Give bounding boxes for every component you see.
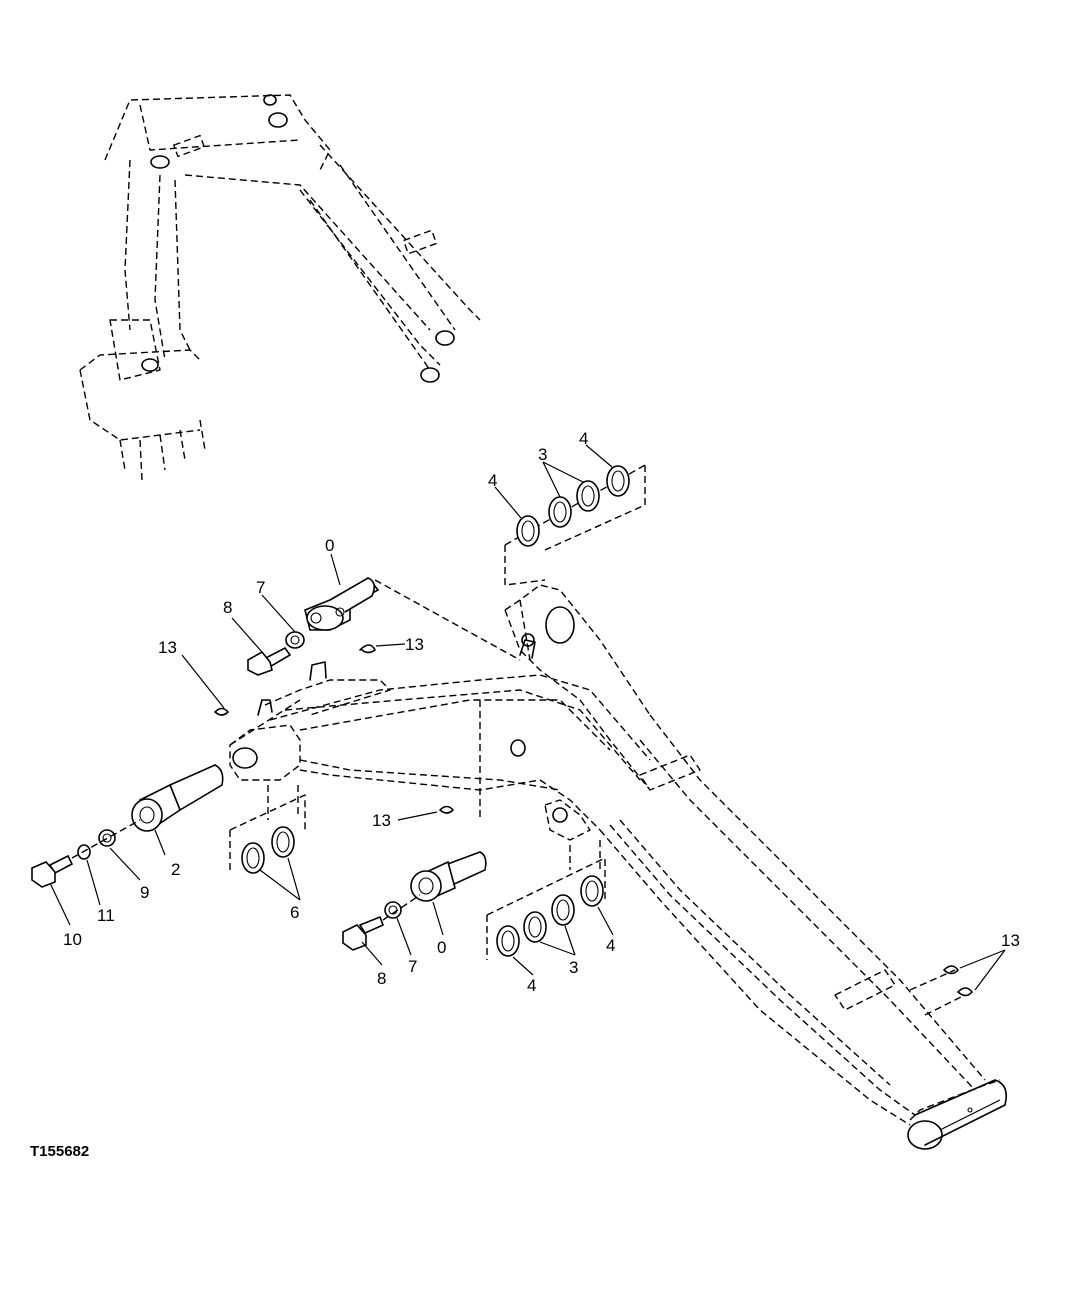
callout-washer-11: 11 bbox=[97, 906, 115, 925]
washer-9 bbox=[98, 829, 116, 847]
callout-clip-13-center: 13 bbox=[372, 811, 391, 830]
bolt-8-bottom bbox=[342, 915, 385, 951]
leader-lines bbox=[49, 444, 614, 976]
clip-13-top-left bbox=[214, 707, 229, 716]
callout-pin-0-top: 0 bbox=[325, 536, 334, 555]
callout-clip-13-right: 13 bbox=[405, 635, 424, 654]
callout-bolt-8-bottom: 8 bbox=[377, 969, 386, 988]
callout-washers-6: 6 bbox=[290, 903, 299, 922]
callout-bushing-2: 2 bbox=[171, 860, 180, 879]
washer-6-a bbox=[241, 842, 265, 874]
callout-pin-0-bottom: 0 bbox=[437, 938, 446, 957]
shim-3-top-b bbox=[576, 480, 600, 512]
washer-4-bottom-left bbox=[496, 925, 520, 957]
washer-4-top-left bbox=[516, 515, 540, 547]
callout-washer-4-top-left: 4 bbox=[488, 471, 497, 490]
pin-0-bottom bbox=[410, 851, 487, 902]
clip-13-top-right bbox=[359, 643, 406, 654]
callout-bolt-8-top: 8 bbox=[223, 598, 232, 617]
callout-shim-3-bottom: 3 bbox=[569, 958, 578, 977]
top-shim-group bbox=[504, 464, 646, 586]
callout-washer-7-bottom: 7 bbox=[408, 957, 417, 976]
bolt-10 bbox=[31, 854, 74, 888]
callout-clip-13-far: 13 bbox=[1001, 931, 1020, 950]
callout-washer-4-top-right: 4 bbox=[579, 429, 588, 448]
callout-washer-4-bottom-left: 4 bbox=[527, 976, 536, 995]
callout-shim-3-top: 3 bbox=[538, 445, 547, 464]
excavator-overview-inset bbox=[79, 94, 481, 481]
washer-4-top-right bbox=[606, 465, 630, 497]
figure-id: T155682 bbox=[30, 1143, 89, 1160]
bottom-shim-group bbox=[486, 857, 606, 960]
callout-washer-9: 9 bbox=[140, 883, 149, 902]
callout-washer-4-bottom-right: 4 bbox=[606, 936, 615, 955]
left-washer-group bbox=[229, 794, 306, 874]
callout-washer-7-top: 7 bbox=[256, 578, 265, 597]
callout-bolt-10: 10 bbox=[63, 930, 82, 949]
washer-6-b bbox=[271, 826, 295, 858]
callout-labels: 0 7 8 13 13 4 3 4 2 9 11 10 6 13 0 7 8 4… bbox=[63, 429, 1020, 995]
washer-7-bottom bbox=[384, 901, 402, 919]
arm-assembly bbox=[229, 579, 1008, 1150]
bushing-2 bbox=[131, 764, 224, 832]
pin-0-top bbox=[304, 577, 380, 631]
washer-7-top bbox=[285, 631, 305, 649]
shim-3-bottom-b bbox=[551, 894, 575, 926]
bolt-8-top bbox=[247, 646, 292, 676]
clip-13-center bbox=[439, 805, 454, 814]
washer-4-bottom-right bbox=[580, 875, 604, 907]
shim-3-bottom-a bbox=[523, 911, 547, 943]
clip-13-far bbox=[943, 965, 973, 997]
callout-clip-13-left: 13 bbox=[158, 638, 177, 657]
